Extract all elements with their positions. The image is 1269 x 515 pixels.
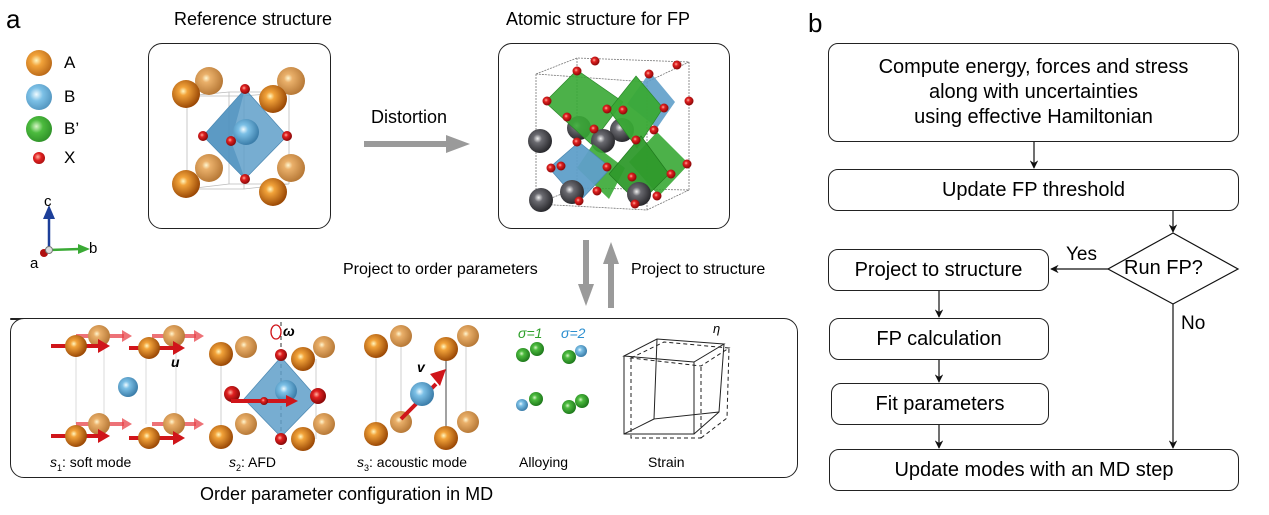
project-to-order-label: Project to order parameters xyxy=(343,261,538,278)
project-structure-box: Project to structure xyxy=(828,249,1049,291)
compute-energy-box: Compute energy, forces and stress along … xyxy=(828,43,1239,142)
strain-image xyxy=(622,338,731,439)
fp-structure-title: Atomic structure for FP xyxy=(506,9,691,29)
decision-label: Run FP? xyxy=(1124,257,1203,279)
atom-b-icon xyxy=(26,84,52,110)
md-configuration-box: u ω v σ=1 σ=2 xyxy=(10,318,798,478)
compute-line-1: Compute energy, forces and stress xyxy=(878,56,1189,78)
strain-vector-label: η xyxy=(713,321,721,336)
legend-item-a: A xyxy=(26,50,75,76)
update-modes-box: Update modes with an MD step xyxy=(829,449,1239,491)
legend-item-b: B xyxy=(26,84,75,110)
mode-caption-afd: s2: AFD xyxy=(229,454,277,473)
distortion-label: Distortion xyxy=(371,107,448,127)
project-down-arrow-icon xyxy=(578,240,619,308)
reference-structure-title: Reference structure xyxy=(174,9,333,29)
axis-b-label: b xyxy=(89,240,98,257)
sigma2-label: σ=2 xyxy=(561,325,586,341)
atom-a-icon xyxy=(26,50,52,76)
mode-caption-soft: s1: soft mode xyxy=(50,454,132,473)
legend-label: A xyxy=(64,53,76,72)
reference-structure-box xyxy=(148,43,331,229)
acoustic-mode-image xyxy=(364,325,479,450)
mode-caption-alloying: Alloying xyxy=(519,454,569,470)
axis-c-label: c xyxy=(44,193,52,210)
panel-a-letter: a xyxy=(6,4,21,34)
yes-label: Yes xyxy=(1066,244,1097,265)
project-to-structure-label: Project to structure xyxy=(631,261,766,278)
legend-label: B’ xyxy=(64,119,80,138)
legend-label: X xyxy=(64,148,76,167)
reference-structure-image xyxy=(172,67,305,206)
panel-b-letter: b xyxy=(808,8,823,38)
afd-vector-label: ω xyxy=(283,323,295,339)
fp-calculation-box: FP calculation xyxy=(829,318,1049,360)
afd-mode-image xyxy=(209,322,335,451)
fp-structure-image xyxy=(528,56,694,212)
alloying-image xyxy=(516,342,589,414)
update-threshold-box: Update FP threshold xyxy=(828,169,1239,211)
legend-label: B xyxy=(64,87,76,106)
legend-item-bprime: B’ xyxy=(26,116,79,142)
axis-a-label: a xyxy=(30,255,39,272)
mode-caption-strain: Strain xyxy=(648,454,685,470)
soft-mode-image xyxy=(51,325,204,449)
acoustic-vector-label: v xyxy=(417,359,425,375)
sigma1-label: σ=1 xyxy=(518,325,543,341)
atom-x-icon xyxy=(33,152,45,164)
fit-parameters-box: Fit parameters xyxy=(831,383,1049,425)
compute-line-3: using effective Hamiltonian xyxy=(914,106,1153,128)
fp-structure-box xyxy=(498,43,730,229)
mode-caption-acoustic: s3: acoustic mode xyxy=(357,454,468,473)
atom-bprime-icon xyxy=(26,116,52,142)
legend-item-x: X xyxy=(33,148,75,168)
md-caption: Order parameter configuration in MD xyxy=(200,484,494,504)
soft-mode-vector-label: u xyxy=(171,354,180,370)
distortion-arrow-icon xyxy=(364,135,470,153)
crystal-axes-icon xyxy=(40,205,90,257)
no-label: No xyxy=(1181,313,1206,334)
compute-line-2: along with uncertainties xyxy=(928,81,1138,103)
